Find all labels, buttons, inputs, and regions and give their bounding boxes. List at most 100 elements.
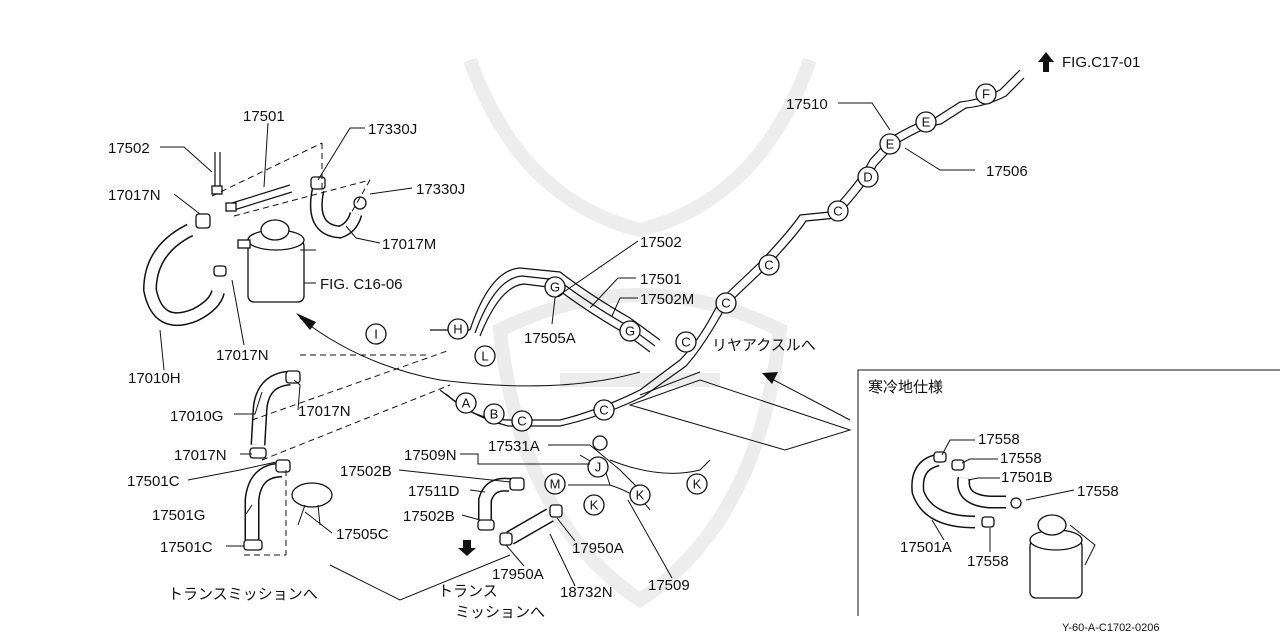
callout-E-1: E <box>879 133 901 155</box>
svg-text:D: D <box>863 170 872 185</box>
label-17502M: 17502M <box>640 291 694 308</box>
label-17501C-a: 17501C <box>127 473 180 490</box>
svg-text:K: K <box>636 488 645 503</box>
inset-title: 寒冷地仕様 <box>868 378 943 396</box>
callout-C-3: C <box>675 331 697 353</box>
hose-17010G <box>249 370 301 459</box>
label-17017N-b: 17017N <box>216 347 269 364</box>
inset-label-17558-d: 17558 <box>967 553 1009 570</box>
svg-text:C: C <box>833 204 842 219</box>
svg-text:G: G <box>550 280 560 295</box>
svg-text:I: I <box>374 327 378 342</box>
leader-lines <box>159 102 975 587</box>
callout-K-3: K <box>686 473 708 495</box>
label-17511D: 17511D <box>408 483 460 500</box>
callout-C-5: C <box>758 254 780 276</box>
document-code: Y-60-A-C1702-0206 <box>1062 622 1159 634</box>
callout-L: L <box>474 345 496 367</box>
callout-J: J <box>587 456 609 478</box>
label-transmission-left: トランスミッションへ <box>168 585 318 603</box>
svg-text:H: H <box>453 322 462 337</box>
label-fig-c16-06: FIG. C16-06 <box>320 276 403 293</box>
callout-A: A <box>455 392 477 414</box>
label-17950A-b: 17950A <box>492 566 544 583</box>
label-18732N: 18732N <box>560 584 613 601</box>
label-17330J-a: 17330J <box>368 121 417 138</box>
callout-C-6: C <box>827 200 849 222</box>
svg-text:C: C <box>764 258 773 273</box>
callout-C-4: C <box>715 292 737 314</box>
inset-label-17558-c: 17558 <box>1077 483 1119 500</box>
inset-label-17558-a: 17558 <box>978 431 1020 448</box>
svg-text:C: C <box>517 414 526 429</box>
label-17501: 17501 <box>243 108 285 125</box>
hose-17511D <box>477 477 525 531</box>
label-transmission-line1: トランス <box>438 582 498 600</box>
callout-G-1: G <box>544 276 566 298</box>
svg-text:E: E <box>886 137 895 152</box>
label-rear-axle: リヤアクスルへ <box>712 336 816 354</box>
inset-label-17558-b: 17558 <box>1000 450 1042 467</box>
label-17330J-b: 17330J <box>416 181 465 198</box>
callout-C-2: C <box>593 399 615 421</box>
label-17501G: 17501G <box>152 507 205 524</box>
svg-text:C: C <box>681 335 690 350</box>
callout-K-2: K <box>629 484 651 506</box>
callout-F: F <box>975 83 997 105</box>
label-17502-top: 17502 <box>108 140 150 157</box>
label-17502-mid: 17502 <box>640 234 682 251</box>
label-17510: 17510 <box>786 96 828 113</box>
callout-K-1: K <box>583 494 605 516</box>
label-17017N-d: 17017N <box>174 447 227 464</box>
label-17017N-c: 17017N <box>298 403 351 420</box>
label-17505A: 17505A <box>524 330 576 347</box>
label-17502B-b: 17502B <box>403 508 455 525</box>
svg-text:K: K <box>693 477 702 492</box>
label-17501C-b: 17501C <box>160 539 213 556</box>
label-17509N: 17509N <box>404 447 457 464</box>
callout-E-2: E <box>915 111 937 133</box>
callout-H: H <box>447 318 469 340</box>
label-fig-c17-01: FIG.C17-01 <box>1062 54 1140 71</box>
label-17501-mid: 17501 <box>640 271 682 288</box>
label-17505C: 17505C <box>336 526 389 543</box>
svg-text:M: M <box>550 477 561 492</box>
svg-text:B: B <box>490 407 499 422</box>
hose-17017M <box>309 176 367 239</box>
svg-text:C: C <box>721 296 730 311</box>
clamp-17505C <box>291 482 333 526</box>
svg-text:L: L <box>481 349 488 364</box>
svg-text:G: G <box>625 324 635 339</box>
label-17017M: 17017M <box>382 236 436 253</box>
callout-I: I <box>365 323 387 345</box>
svg-text:A: A <box>462 396 471 411</box>
label-17502B-a: 17502B <box>340 463 392 480</box>
pipe-17501-short <box>211 152 293 212</box>
watermark-emblem <box>463 57 817 609</box>
callout-C-1: C <box>511 410 533 432</box>
label-17010H: 17010H <box>128 370 181 387</box>
inset-label-17501A: 17501A <box>900 539 952 556</box>
hose-17010H <box>142 213 227 326</box>
label-17509: 17509 <box>648 577 690 594</box>
svg-text:F: F <box>982 87 990 102</box>
label-17010G: 17010G <box>170 408 223 425</box>
svg-text:C: C <box>599 403 608 418</box>
svg-text:J: J <box>595 460 602 475</box>
callout-G-2: G <box>619 320 641 342</box>
inset-cold-region: 寒冷地仕様 17558 17558 17501B 17558 17501A 17… <box>857 369 1280 616</box>
label-transmission-line2: ミッションへ <box>455 603 545 621</box>
label-17531A: 17531A <box>488 438 540 455</box>
callout-B: B <box>483 403 505 425</box>
inset-label-17501B: 17501B <box>1001 469 1053 486</box>
hose-17501G <box>243 459 291 551</box>
label-17506: 17506 <box>986 163 1028 180</box>
svg-text:K: K <box>590 498 599 513</box>
label-17017N-a: 17017N <box>108 187 161 204</box>
callout-D: D <box>857 166 879 188</box>
label-17950A-a: 17950A <box>572 540 624 557</box>
canister <box>237 219 316 303</box>
callout-M: M <box>544 473 566 495</box>
svg-text:E: E <box>922 115 931 130</box>
